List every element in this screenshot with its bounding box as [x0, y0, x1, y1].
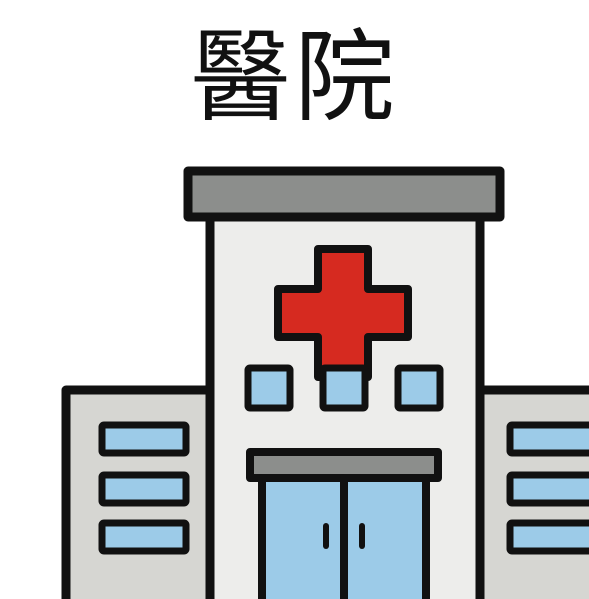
- entrance-door-right: [340, 474, 430, 599]
- right-wing-window: [506, 519, 589, 555]
- roof: [183, 166, 505, 222]
- tower-window: [319, 364, 369, 412]
- entrance-door-left: [258, 474, 348, 599]
- tower-window: [244, 364, 294, 412]
- right-wing-window: [506, 421, 589, 457]
- right-wing-window: [506, 471, 589, 507]
- left-wing-window: [98, 519, 190, 555]
- left-wing-window: [98, 471, 190, 507]
- left-wing-window: [98, 421, 190, 457]
- tower-window: [394, 364, 444, 412]
- page-title: 醫院: [190, 19, 399, 136]
